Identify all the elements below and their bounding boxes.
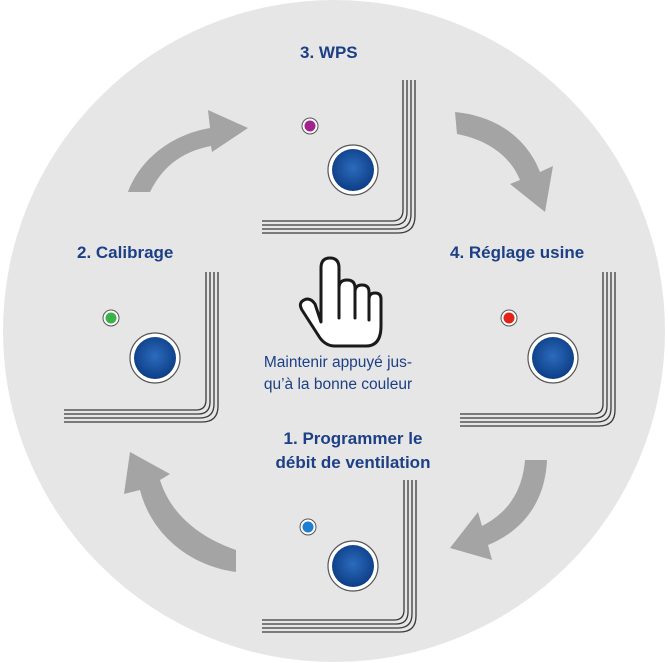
label-programmer-line2: débit de ventilation bbox=[275, 453, 431, 472]
red-led-icon bbox=[503, 312, 515, 324]
led-calibrage bbox=[102, 309, 120, 327]
label-wps: 3. WPS bbox=[300, 43, 358, 62]
panel-wps bbox=[262, 80, 416, 234]
leds bbox=[102, 117, 518, 536]
buttons bbox=[129, 144, 579, 592]
label-programmer-line1: 1. Programmer le bbox=[283, 429, 423, 448]
panel-brackets bbox=[64, 80, 616, 633]
panel-reglage bbox=[460, 272, 616, 427]
blue-led-icon bbox=[302, 521, 314, 533]
label-programmer: 1. Programmer le débit de ventilation bbox=[238, 427, 468, 475]
panel-programmer bbox=[262, 480, 417, 633]
calibrage-button[interactable] bbox=[129, 332, 181, 384]
cycle-arrow-icon bbox=[124, 452, 236, 572]
instruction-line2: qu’à la bonne couleur bbox=[263, 376, 413, 393]
wps-button[interactable] bbox=[327, 144, 379, 196]
cycle-arrow-icon bbox=[455, 112, 553, 212]
led-wps bbox=[301, 117, 319, 135]
led-reglage bbox=[500, 309, 518, 327]
instruction-text: Maintenir appuyé jus- qu’à la bonne coul… bbox=[228, 352, 448, 396]
panel-calibrage bbox=[64, 272, 219, 423]
programmer-button[interactable] bbox=[327, 540, 379, 592]
instruction-line1: Maintenir appuyé jus- bbox=[263, 354, 413, 371]
reglage-button[interactable] bbox=[527, 332, 579, 384]
cycle-arrow-icon bbox=[128, 110, 248, 192]
cycle-arrows bbox=[124, 110, 553, 572]
label-reglage: 4. Réglage usine bbox=[450, 243, 585, 262]
label-calibrage: 2. Calibrage bbox=[77, 243, 174, 262]
purple-led-icon bbox=[304, 120, 316, 132]
green-led-icon bbox=[105, 312, 117, 324]
led-programmer bbox=[299, 518, 317, 536]
cycle-arrow-icon bbox=[450, 460, 547, 560]
hand-press-icon bbox=[298, 256, 383, 348]
